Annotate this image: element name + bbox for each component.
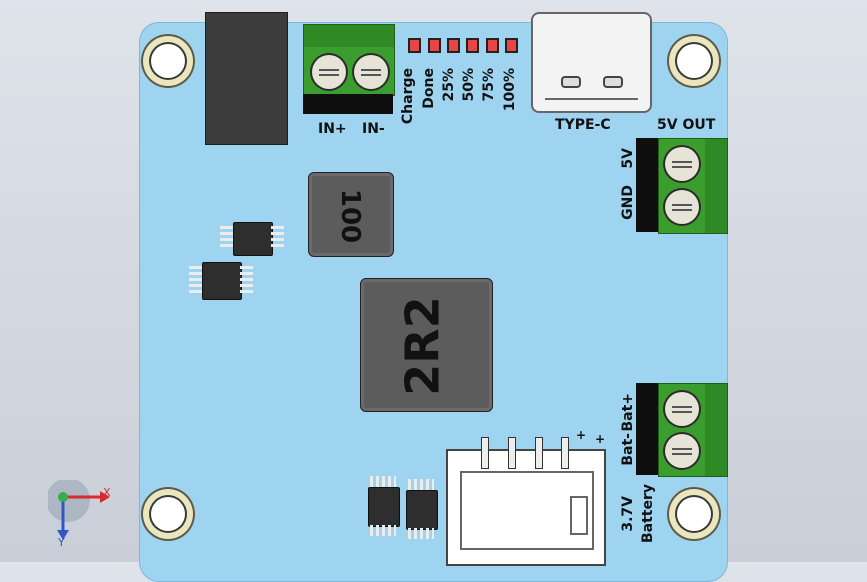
connector-plus-2: + — [595, 432, 606, 446]
output-terminal-base — [636, 138, 658, 232]
inductor-small-value: 100 — [335, 188, 366, 244]
input-terminal-base — [303, 94, 393, 114]
led-100 — [505, 38, 518, 53]
led-done-label: Done — [421, 68, 437, 109]
input-terminal-block — [303, 24, 395, 96]
ic-middle — [202, 262, 242, 300]
axis-triad: X Y — [46, 478, 118, 550]
input-screw-minus — [354, 55, 388, 89]
dc-jack — [205, 12, 288, 145]
ic-bottom-left — [368, 487, 400, 527]
output-screw-gnd — [665, 190, 699, 224]
ic-upper — [233, 222, 273, 256]
output-screw-5v — [665, 147, 699, 181]
mounting-hole-bottom-left — [141, 487, 195, 541]
inductor-large: 2R2 — [360, 278, 493, 412]
input-screw-plus — [312, 55, 346, 89]
ic-bottom-right — [406, 490, 438, 530]
battery-voltage-label: 3.7V — [620, 496, 636, 532]
battery-label: Battery — [640, 484, 656, 544]
led-75 — [486, 38, 499, 53]
output-title: 5V OUT — [657, 117, 716, 133]
battery-terminal-base — [636, 383, 658, 475]
battery-jst-connector — [446, 449, 606, 566]
inductor-large-value: 2R2 — [395, 296, 450, 396]
led-75-label: 75% — [481, 68, 497, 102]
axis-x-label: X — [103, 486, 111, 499]
battery-screw-minus — [665, 434, 699, 468]
usb-c-connector — [531, 12, 652, 113]
battery-minus-label: Bat- — [620, 433, 636, 466]
input-plus-label: IN+ — [318, 121, 347, 137]
battery-terminal-block — [658, 383, 728, 477]
led-25 — [447, 38, 460, 53]
led-100-label: 100% — [502, 68, 518, 112]
mounting-hole-top-left — [141, 34, 195, 88]
usb-label: TYPE-C — [555, 117, 611, 133]
output-5v-label: 5V — [620, 148, 636, 169]
led-25-label: 25% — [441, 68, 457, 102]
input-minus-label: IN- — [362, 121, 385, 137]
battery-plus-label: Bat+ — [620, 393, 636, 432]
mounting-hole-bottom-right — [667, 487, 721, 541]
axis-y-label: Y — [58, 536, 65, 549]
mounting-hole-top-right — [667, 34, 721, 88]
led-50-label: 50% — [461, 68, 477, 102]
led-done — [428, 38, 441, 53]
connector-plus-1: + — [576, 428, 587, 442]
led-charge-label: Charge — [400, 68, 416, 125]
led-charge — [408, 38, 421, 53]
led-50 — [466, 38, 479, 53]
output-gnd-label: GND — [620, 185, 636, 220]
output-terminal-block — [658, 138, 728, 234]
battery-screw-plus — [665, 392, 699, 426]
inductor-small: 100 — [308, 172, 394, 257]
